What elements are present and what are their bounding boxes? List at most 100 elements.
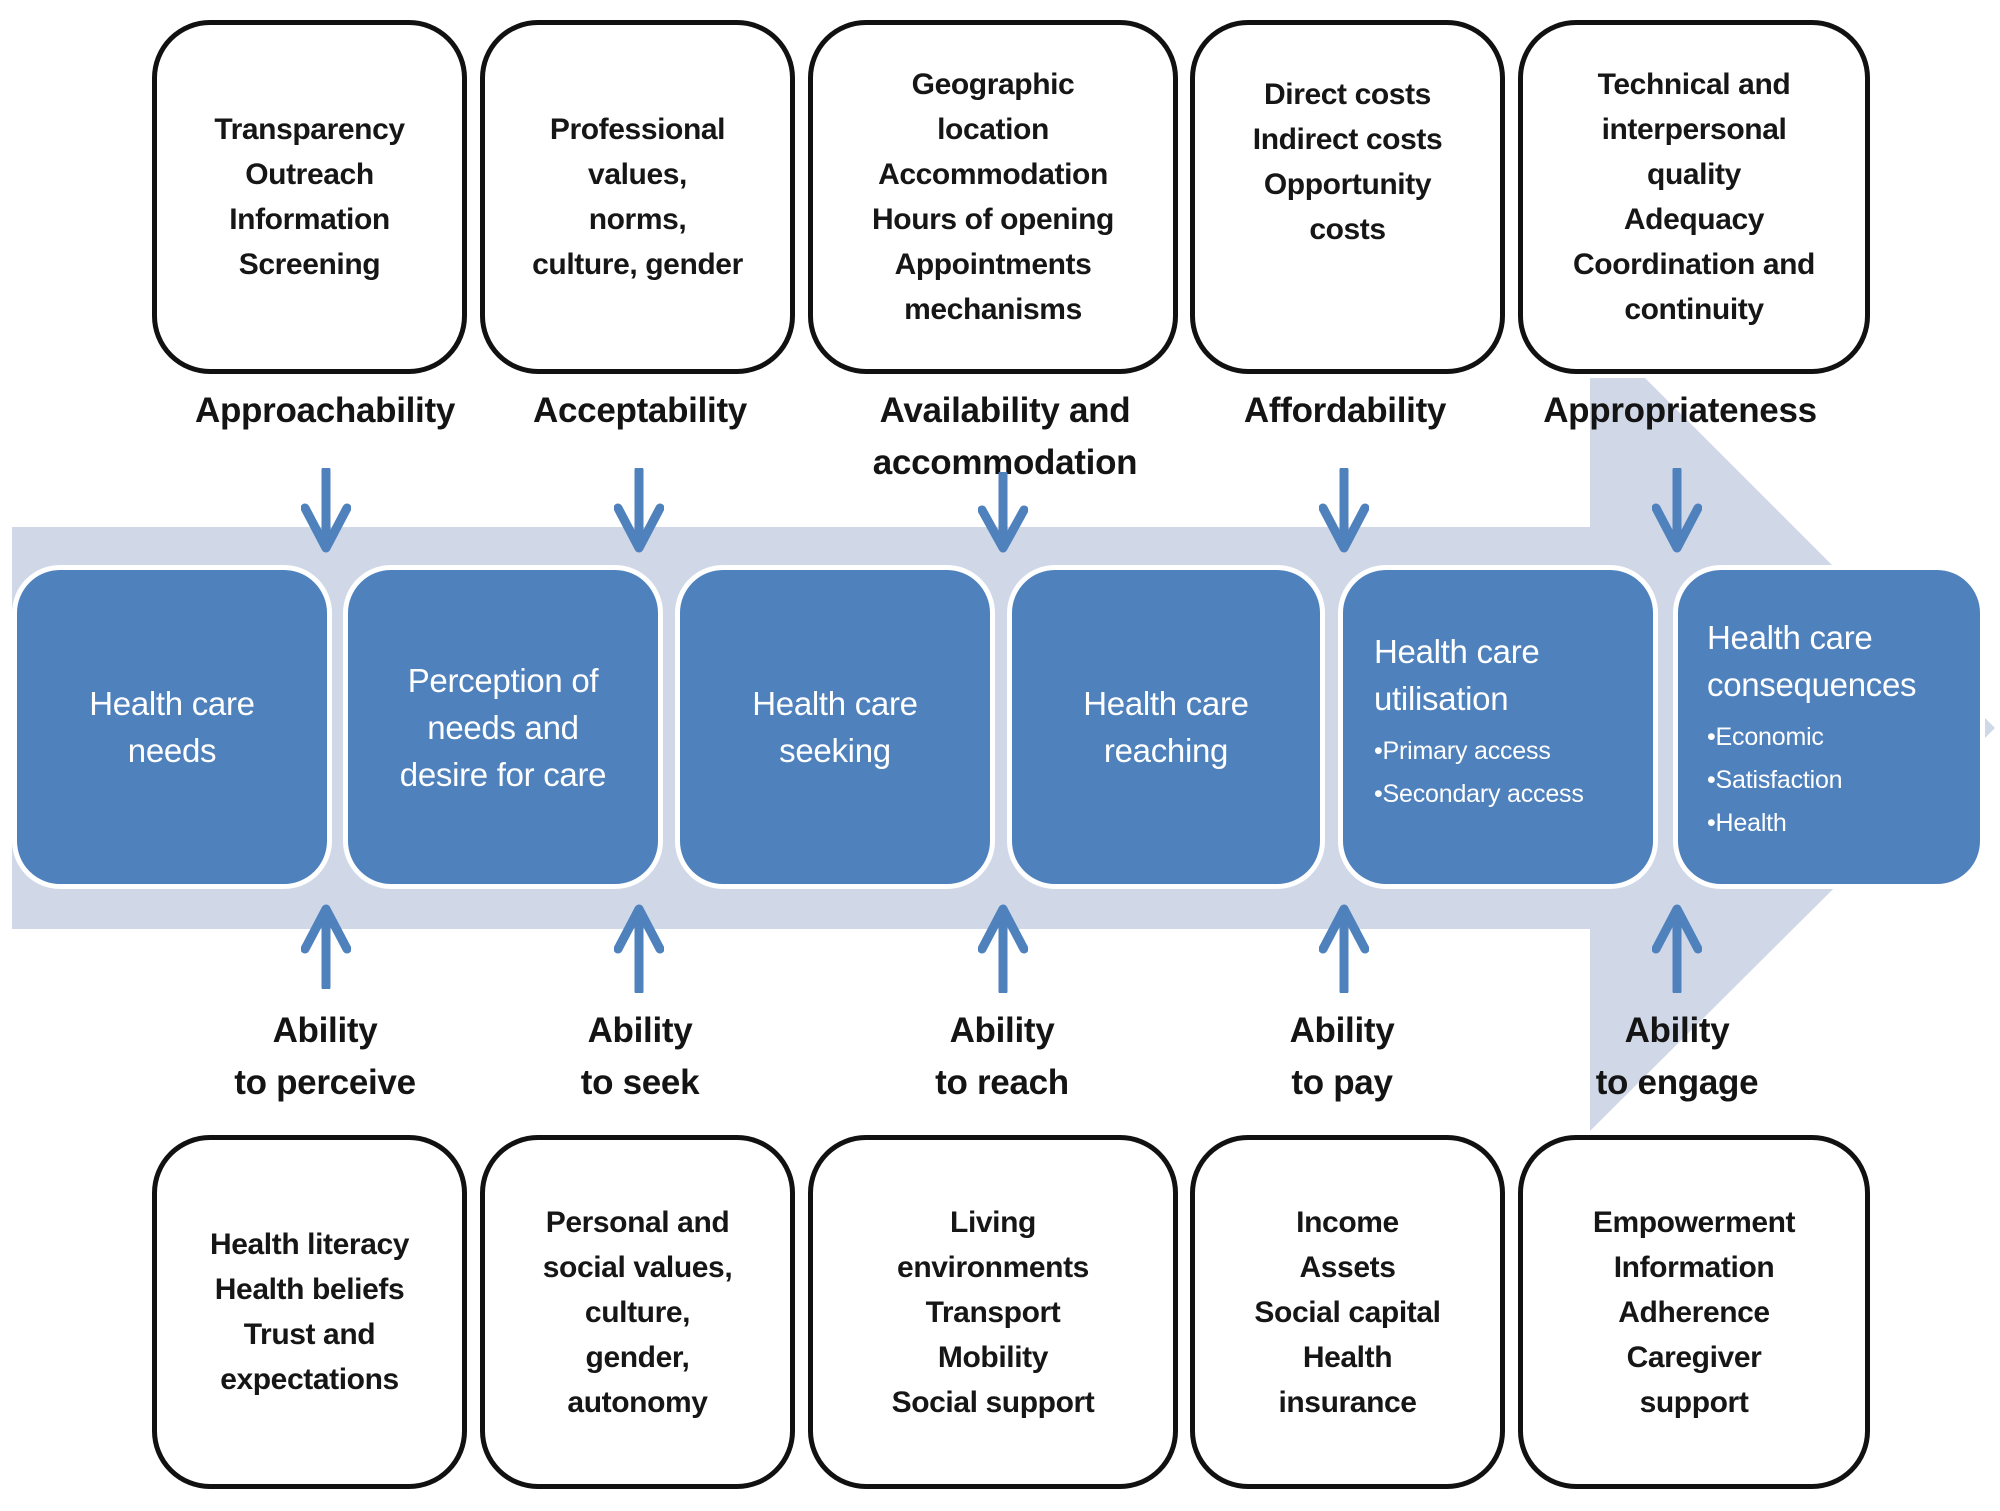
stage-title-line: reaching xyxy=(1103,732,1229,769)
arrow-up-icon xyxy=(614,904,664,993)
ability-label-reach: Ability to reach xyxy=(852,1005,1152,1109)
ability-item: social values, xyxy=(542,1250,733,1284)
dimension-items: Direct costs Indirect costs Opportunity … xyxy=(1252,72,1443,252)
label-line: Ability xyxy=(949,1011,1055,1050)
ability-item: Trust and xyxy=(243,1318,376,1351)
ability-item: Information xyxy=(1613,1250,1775,1284)
dimension-item: quality xyxy=(1647,158,1741,191)
dimension-item: mechanisms xyxy=(904,293,1082,326)
stage-health-care-reaching: Health care reaching xyxy=(1007,565,1325,889)
stage-title-line: utilisation xyxy=(1374,680,1509,717)
service-dimension-box-affordability: Direct costs Indirect costs Opportunity … xyxy=(1190,20,1505,374)
dimension-item: Screening xyxy=(238,248,381,281)
label-line: Availability and xyxy=(879,391,1131,430)
dimension-item: Hours of opening xyxy=(872,203,1114,236)
dimension-item: interpersonal xyxy=(1601,113,1787,146)
population-ability-box-reach: Living environments Transport Mobility S… xyxy=(808,1135,1178,1489)
ability-item: Adherence xyxy=(1618,1295,1770,1329)
stage-title-line: Health care xyxy=(1374,633,1540,670)
dimension-label-availability: Availability and accommodation xyxy=(850,385,1160,489)
ability-item: expectations xyxy=(220,1363,399,1396)
label-line: Ability xyxy=(1624,1011,1730,1050)
population-ability-box-seek: Personal and social values, culture, gen… xyxy=(480,1135,795,1489)
dimension-item: Technical and xyxy=(1597,68,1791,101)
dimension-item: Appointments xyxy=(894,248,1092,281)
ability-items: Income Assets Social capital Health insu… xyxy=(1254,1200,1441,1425)
label-line: to seek xyxy=(580,1063,700,1102)
stage-title-line: Health care xyxy=(752,685,918,722)
bullet-economic: •Economic xyxy=(1707,723,1824,751)
dimension-item: Opportunity xyxy=(1263,168,1432,201)
bullet-health: •Health xyxy=(1707,809,1787,837)
population-ability-box-pay: Income Assets Social capital Health insu… xyxy=(1190,1135,1505,1489)
arrow-up-icon xyxy=(301,904,351,989)
dimension-items: Transparency Outreach Information Screen… xyxy=(214,107,405,287)
bullet-secondary-access: •Secondary access xyxy=(1374,780,1584,808)
ability-item: Living xyxy=(950,1205,1036,1239)
dimension-item: Adequacy xyxy=(1623,203,1765,236)
stage-title-line: consequences xyxy=(1707,666,1917,703)
stage-health-care-needs: Health care needs xyxy=(12,565,332,889)
dimension-item: costs xyxy=(1309,213,1386,246)
dimension-item: Coordination and xyxy=(1573,248,1815,281)
bullet-satisfaction: •Satisfaction xyxy=(1707,766,1843,794)
ability-item: culture, xyxy=(584,1295,691,1329)
ability-items: Empowerment Information Adherence Caregi… xyxy=(1592,1200,1796,1425)
stage-health-care-consequences: Health care consequences •Economic •Sati… xyxy=(1673,565,1985,889)
population-ability-box-engage: Empowerment Information Adherence Caregi… xyxy=(1518,1135,1870,1489)
stage-title-line: Perception of xyxy=(407,661,599,699)
stage-bullets: •Primary access •Secondary access xyxy=(1374,730,1584,816)
ability-items: Personal and social values, culture, gen… xyxy=(543,1200,733,1425)
arrow-down-icon xyxy=(978,472,1028,553)
population-ability-box-perceive: Health literacy Health beliefs Trust and… xyxy=(152,1135,467,1489)
arrow-up-icon xyxy=(978,904,1028,993)
dimension-item: Transparency xyxy=(214,113,405,146)
stage-title-line: Health care xyxy=(89,685,255,722)
label-line: Ability xyxy=(1289,1011,1395,1050)
ability-label-engage: Ability to engage xyxy=(1527,1005,1827,1109)
arrow-up-icon xyxy=(1652,904,1702,993)
ability-item: Health beliefs xyxy=(214,1273,405,1306)
label-line: Ability xyxy=(272,1011,378,1050)
ability-label-pay: Ability to pay xyxy=(1192,1005,1492,1109)
stage-title-line: seeking xyxy=(779,732,891,769)
dimension-item: continuity xyxy=(1624,293,1764,326)
arrow-down-icon xyxy=(301,468,351,553)
label-line: Ability xyxy=(587,1011,693,1050)
arrow-up-icon xyxy=(1319,904,1369,993)
label-line: to pay xyxy=(1291,1063,1393,1102)
ability-item: Transport xyxy=(925,1295,1061,1329)
dimension-item: Indirect costs xyxy=(1252,123,1443,156)
ability-item: Empowerment xyxy=(1592,1205,1796,1239)
arrow-down-icon xyxy=(1319,468,1369,553)
stage-title: Health care seeking xyxy=(752,680,918,774)
dimension-item: location xyxy=(937,113,1049,146)
stage-title: Health care consequences xyxy=(1707,614,1917,708)
label-line: Appropriateness xyxy=(1543,391,1817,430)
ability-items: Health literacy Health beliefs Trust and… xyxy=(210,1222,409,1402)
ability-items: Living environments Transport Mobility S… xyxy=(892,1200,1095,1425)
ability-item: Assets xyxy=(1299,1250,1396,1284)
dimension-item: Direct costs xyxy=(1264,78,1431,111)
ability-item: Personal and xyxy=(545,1205,730,1239)
stage-bullets: •Economic •Satisfaction •Health xyxy=(1707,716,1916,845)
arrow-down-icon xyxy=(614,468,664,553)
stage-title-line: desire for care xyxy=(399,755,607,793)
ability-item: Caregiver xyxy=(1626,1340,1762,1374)
dimension-items: Technical and interpersonal quality Adeq… xyxy=(1573,62,1815,332)
service-dimension-box-availability: Geographic location Accommodation Hours … xyxy=(808,20,1178,374)
dimension-item: norms, xyxy=(588,203,687,236)
stage-content: Health care consequences •Economic •Sati… xyxy=(1707,614,1917,845)
service-dimension-box-approachability: Transparency Outreach Information Screen… xyxy=(152,20,467,374)
stage-title: Health care needs xyxy=(89,680,255,774)
ability-item: Health xyxy=(1302,1340,1393,1374)
dimension-item: Information xyxy=(229,203,390,236)
dimension-item: values, xyxy=(588,158,687,191)
stage-health-care-seeking: Health care seeking xyxy=(675,565,995,889)
dimension-items: Professional values, norms, culture, gen… xyxy=(532,107,743,287)
ability-item: Mobility xyxy=(937,1340,1049,1374)
ability-item: support xyxy=(1639,1385,1749,1419)
dimension-item: Outreach xyxy=(245,158,374,191)
stage-content: Health care utilisation •Primary access … xyxy=(1374,628,1584,816)
